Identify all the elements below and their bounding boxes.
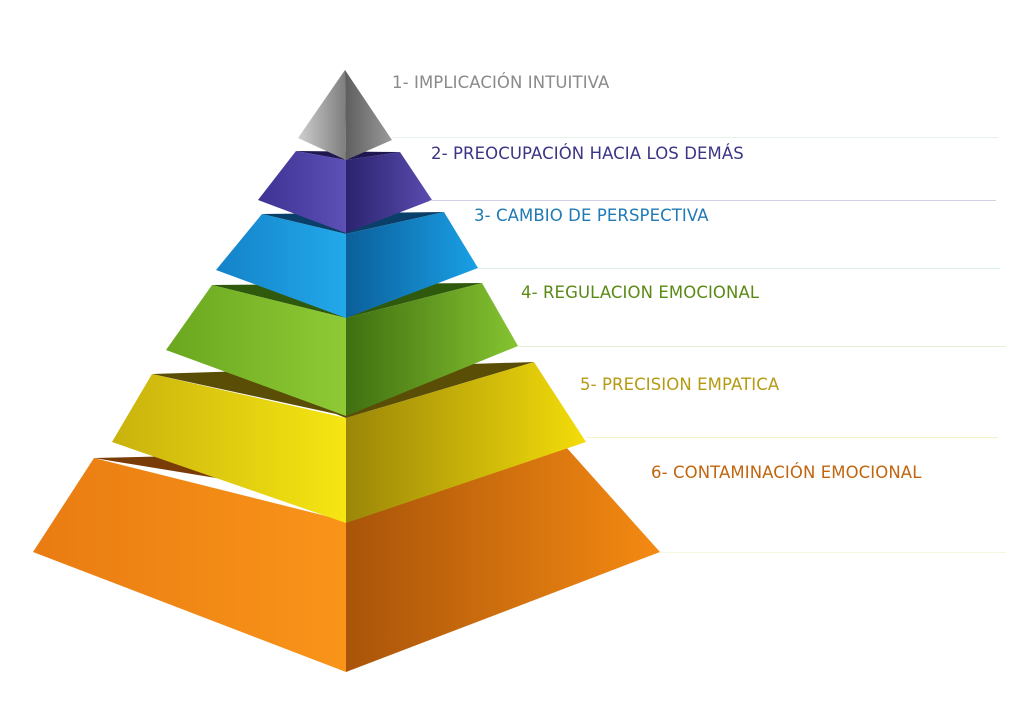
level-4-right-face [346, 283, 518, 416]
separator-line-1 [392, 137, 998, 138]
level-5-label: 5- PRECISION EMPATICA [580, 375, 780, 394]
separator-line-6 [660, 552, 1006, 553]
separator-line-5 [586, 437, 998, 438]
pyramid-level-1 [298, 70, 392, 160]
level-5-right-face [346, 362, 586, 523]
level-1-right-face [345, 70, 392, 160]
level-3-right-face [346, 212, 478, 318]
level-3-label: 3- CAMBIO DE PERSPECTIVA [474, 206, 709, 225]
level-5-left-face [112, 374, 346, 523]
level-3-left-face [216, 214, 346, 318]
level-6-right-face [346, 447, 660, 672]
level-6-left-face [33, 458, 346, 672]
level-4-label: 4- REGULACION EMOCIONAL [521, 283, 760, 302]
separator-line-4 [518, 346, 1006, 347]
level-2-label: 2- PREOCUPACIÓN HACIA LOS DEMÁS [431, 144, 744, 163]
level-2-right-face [346, 152, 432, 233]
level-2-left-face [258, 151, 346, 233]
level-1-left-face [298, 70, 346, 160]
separator-line-2 [430, 200, 996, 201]
level-6-label: 6- CONTAMINACIÓN EMOCIONAL [651, 463, 922, 482]
level-1-label: 1- IMPLICACIÓN INTUITIVA [392, 73, 610, 92]
separator-line-3 [478, 268, 1000, 269]
level-4-left-face [166, 285, 346, 416]
